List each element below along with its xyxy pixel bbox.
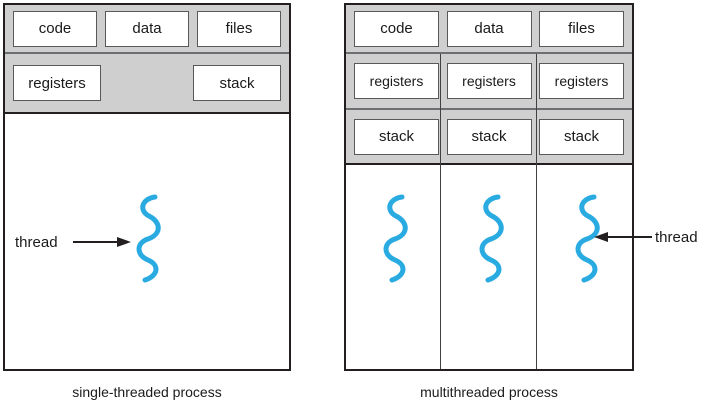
multi-thread-divider-1 bbox=[440, 54, 441, 369]
single-stack-box: stack bbox=[193, 65, 281, 101]
multi-thread-divider-2 bbox=[536, 54, 537, 369]
single-code-box: code bbox=[13, 10, 97, 47]
multi-registers-band: registers registers registers bbox=[346, 54, 632, 110]
multi-thread-arrow-left-icon bbox=[594, 232, 652, 242]
multi-stack-box-2: stack bbox=[446, 118, 532, 155]
multi-process-caption: multithreaded process bbox=[420, 384, 558, 400]
multi-stack-box-3: stack bbox=[539, 118, 624, 155]
thread-squiggle-icon-2 bbox=[479, 194, 504, 283]
thread-squiggle-icon bbox=[136, 194, 161, 283]
multi-thread-annotation-label: thread bbox=[655, 229, 698, 246]
multithreaded-process-box: code data files registers registers regi… bbox=[344, 3, 634, 371]
multi-registers-box-2: registers bbox=[446, 63, 532, 99]
single-threaded-process-box: code data files registers stack thread bbox=[3, 3, 291, 371]
thread-squiggle-icon-1 bbox=[383, 194, 408, 283]
multi-stack-band: stack stack stack bbox=[346, 110, 632, 165]
single-thread-annotation-label: thread bbox=[15, 234, 58, 251]
single-thread-arrow-right-icon bbox=[73, 237, 131, 247]
single-thread-state-band: registers stack bbox=[5, 54, 289, 114]
single-resource-band: code data files bbox=[5, 5, 289, 54]
multi-resource-band: code data files bbox=[346, 5, 632, 54]
multi-registers-box-1: registers bbox=[354, 63, 439, 99]
multi-data-box: data bbox=[446, 10, 532, 47]
single-data-box: data bbox=[105, 10, 189, 47]
single-registers-box: registers bbox=[13, 65, 101, 101]
multi-files-box: files bbox=[539, 10, 624, 47]
multi-registers-box-3: registers bbox=[539, 63, 624, 99]
single-files-box: files bbox=[197, 10, 281, 47]
single-process-caption: single-threaded process bbox=[72, 384, 222, 400]
multi-stack-box-1: stack bbox=[354, 118, 439, 155]
multi-code-box: code bbox=[354, 10, 439, 47]
